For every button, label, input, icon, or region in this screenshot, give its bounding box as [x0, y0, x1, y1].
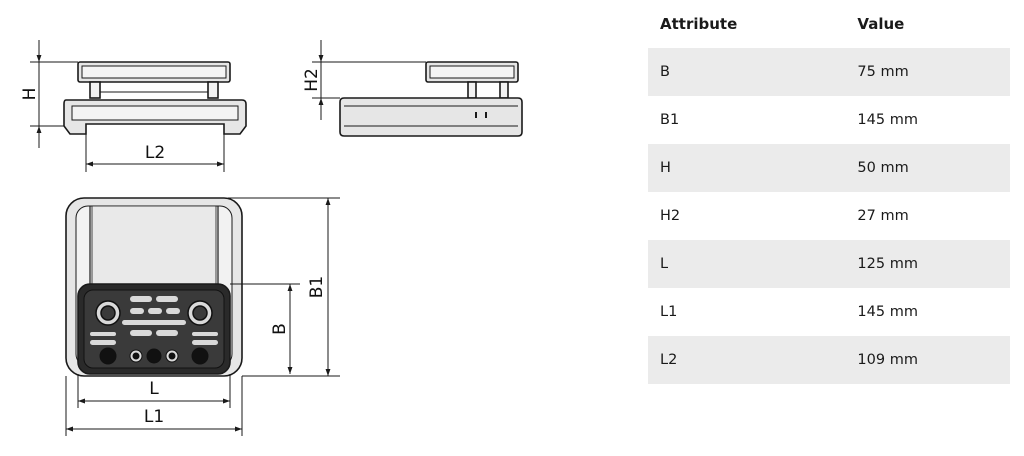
pad-holes [99, 347, 209, 365]
top-view [65, 197, 243, 377]
pad-circles [95, 300, 213, 326]
label-l1: L1 [144, 407, 164, 427]
technical-drawing: H L2 H2 [20, 40, 523, 436]
table-row: L1 145 mm [648, 288, 1010, 336]
value-cell: 109 mm [847, 336, 1010, 384]
specification-table: Attribute Value B 75 mm B1 145 mm H 50 m… [648, 0, 1010, 384]
label-l2: L2 [145, 143, 165, 163]
dimension-l [77, 374, 231, 408]
table-row: L 125 mm [648, 240, 1010, 288]
attribute-cell: L1 [660, 304, 678, 320]
dimension-l2 [85, 134, 225, 172]
dimension-h2 [312, 40, 426, 120]
front-view [63, 61, 247, 135]
value-cell: 145 mm [857, 304, 918, 320]
value-cell: 75 mm [847, 48, 1010, 96]
pad-slots [90, 296, 218, 345]
label-b1: B1 [307, 276, 327, 298]
value-cell: 125 mm [847, 240, 1010, 288]
attribute-cell: L2 [648, 336, 848, 384]
attribute-cell: B [648, 48, 848, 96]
table-row: H 50 mm [648, 144, 1010, 192]
column-header-attribute: Attribute [660, 15, 738, 33]
value-cell: 50 mm [847, 144, 1010, 192]
attribute-cell: H [648, 144, 848, 192]
table-header-row: Attribute Value [648, 0, 1010, 48]
dimension-b1 [228, 197, 340, 377]
table-row: H2 27 mm [648, 192, 1010, 240]
dimension-h [30, 40, 78, 148]
value-cell: 145 mm [857, 112, 918, 128]
attribute-cell: B1 [660, 112, 680, 128]
label-l: L [149, 379, 159, 399]
column-header-value: Value [857, 15, 905, 33]
label-h: H [20, 88, 40, 101]
attribute-cell: L [648, 240, 848, 288]
value-cell: 27 mm [857, 208, 909, 224]
table-row: B 75 mm [648, 48, 1010, 96]
label-b: B [270, 323, 290, 335]
dimension-l1 [65, 376, 243, 436]
side-view [339, 61, 523, 137]
dimension-b [230, 283, 300, 374]
label-h2: H2 [302, 68, 322, 92]
table-row: B1 145 mm [648, 96, 1010, 144]
table-row: L2 109 mm [648, 336, 1010, 384]
attribute-cell: H2 [660, 208, 681, 224]
